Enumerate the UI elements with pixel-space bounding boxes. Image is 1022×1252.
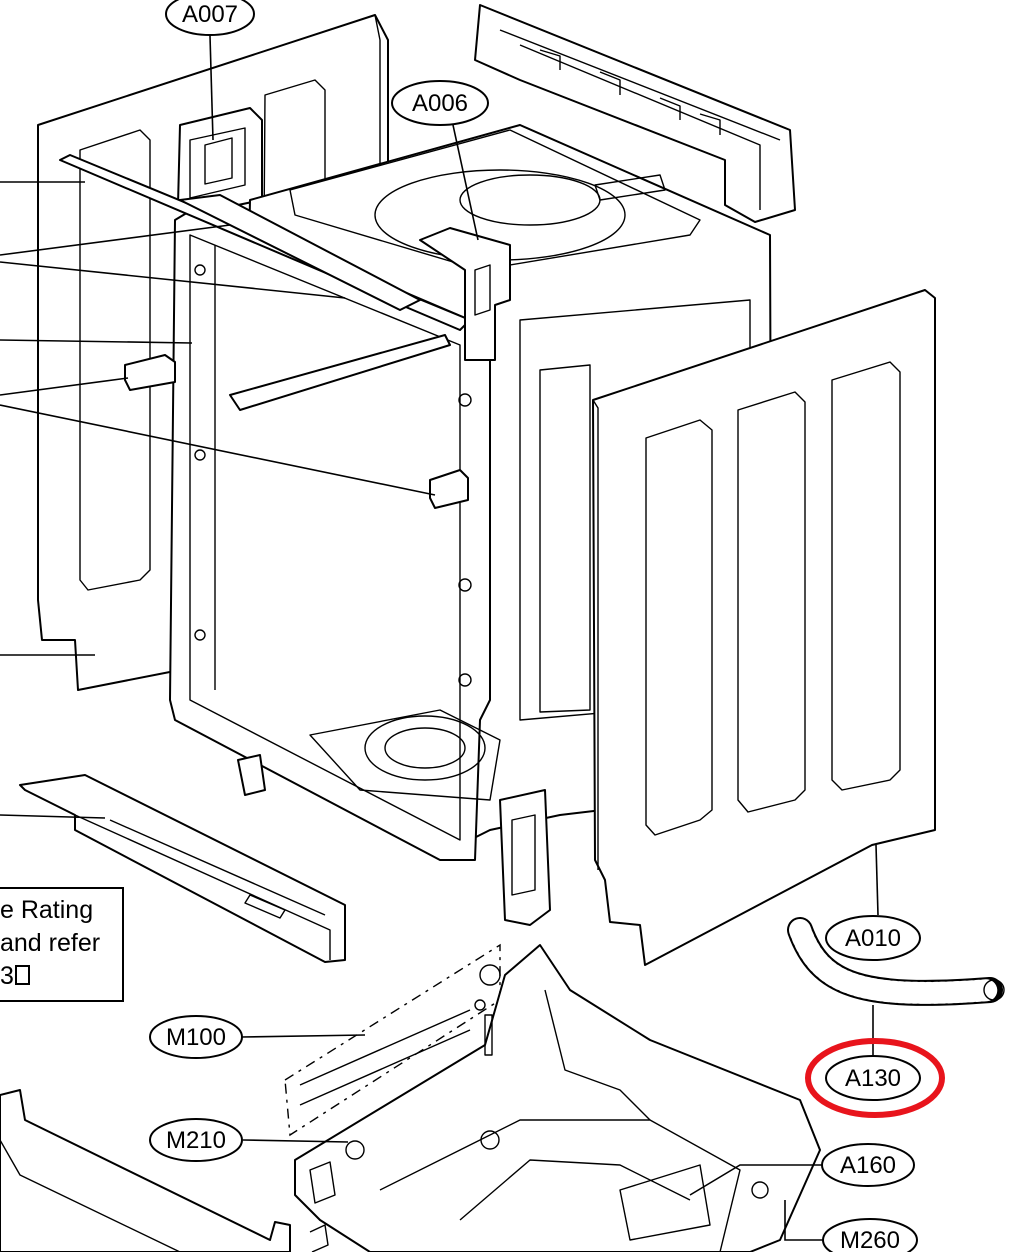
callout-a010[interactable]: A010 xyxy=(825,915,921,961)
callout-a007[interactable]: A007 xyxy=(165,0,255,36)
note-box-glyph xyxy=(15,965,30,985)
callout-label: A160 xyxy=(840,1152,896,1179)
callout-m260[interactable]: M260 xyxy=(822,1218,918,1252)
callout-a160[interactable]: A160 xyxy=(821,1143,915,1187)
base-assembly xyxy=(284,943,821,1252)
note-line-1: e Rating xyxy=(0,896,93,924)
callout-label: A006 xyxy=(412,90,468,117)
callout-a130[interactable]: A130 xyxy=(825,1055,921,1101)
callout-label: M260 xyxy=(840,1227,900,1252)
toe-kick-trim xyxy=(19,774,346,963)
top-rail-assembly xyxy=(474,4,796,223)
callout-label: A130 xyxy=(845,1065,901,1092)
note-line-2: and refer xyxy=(0,929,100,957)
callout-label: A010 xyxy=(845,925,901,952)
note-line-3: 3 xyxy=(0,962,14,990)
right-side-panel xyxy=(592,289,936,966)
note-box: e Rating and refer 3 xyxy=(0,887,124,1002)
callout-a006[interactable]: A006 xyxy=(391,80,489,126)
callout-m100[interactable]: M100 xyxy=(149,1015,243,1059)
drain-hose xyxy=(787,917,1005,1006)
callout-label: M100 xyxy=(166,1024,226,1051)
front-frame xyxy=(59,154,551,926)
callout-label: A007 xyxy=(182,1,238,28)
callout-m210[interactable]: M210 xyxy=(149,1118,243,1162)
leader-lines xyxy=(0,35,879,1241)
highlight-ring xyxy=(805,1038,945,1118)
callout-label: M210 xyxy=(166,1127,226,1154)
bottom-left-panel xyxy=(0,1089,329,1252)
